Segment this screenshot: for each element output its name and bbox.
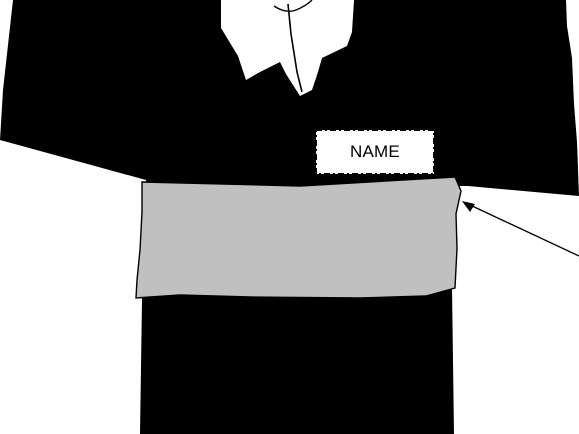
pointer-arrow-head <box>462 201 475 212</box>
grey-sash <box>136 177 461 298</box>
pointer-arrow-line <box>470 205 579 256</box>
name-tag-label: NAME <box>316 130 434 174</box>
